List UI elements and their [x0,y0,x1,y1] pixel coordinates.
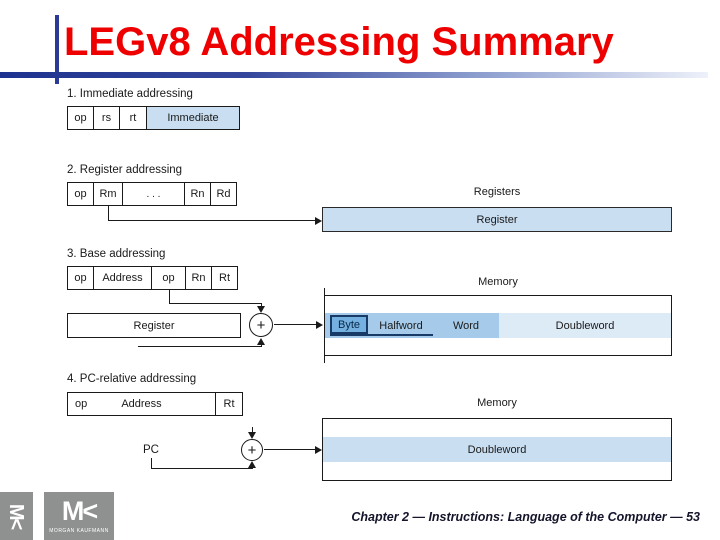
connector-line [264,449,316,450]
field-rt: Rt [211,266,238,290]
title-accent-bar [55,15,59,84]
connector-line [261,303,262,307]
connector-line [169,303,262,304]
title-rule [0,72,708,78]
memory-band-light [499,313,671,338]
memory-doubleword-cell: Doubleword [323,437,671,462]
memory-word-cell: Word [452,319,480,332]
arrowhead-down-icon [248,432,256,439]
arrowhead-up-icon [257,338,265,345]
memory-byte-cell: Byte [330,315,368,334]
mk-logo-caption: MORGAN KAUFMANN [49,528,109,534]
connector-line [108,205,109,221]
memory-left-spine [324,288,325,363]
field-op: op [67,106,94,130]
byte-halfword-underline [330,334,433,336]
field-op: op [75,398,88,410]
field-immediate: Immediate [146,106,240,130]
connector-line [108,220,316,221]
section-4-instruction-row: op Address Rt [67,392,243,416]
memory-label: Memory [478,276,518,288]
field-rt: Rt [215,392,243,416]
memory-label: Memory [477,397,517,409]
page-title: LEGv8 Addressing Summary [64,20,614,64]
field-rn: Rn [184,182,211,206]
field-rs: rs [93,106,120,130]
field-ellipsis: . . . [122,182,185,206]
field-address: Address [93,266,152,290]
section-3-label: 3. Base addressing [67,248,166,260]
publisher-logo: M< MORGAN KAUFMANN [44,492,114,540]
arrowhead-right-icon [315,217,322,225]
connector-line [151,458,152,469]
field-op-address: op Address [67,392,216,416]
register-box: Register [67,313,241,338]
publisher-logo-small: M< [0,492,33,540]
connector-line [151,468,253,469]
field-op2: op [151,266,186,290]
field-rm: Rm [93,182,123,206]
pc-label: PC [143,444,159,456]
field-op: op [67,266,94,290]
arrowhead-down-icon [257,306,265,313]
footer-chapter-text: Chapter 2 — Instructions: Language of th… [351,510,700,524]
registers-label: Registers [473,186,521,198]
connector-line [252,427,253,433]
adder-plus-circle: + [241,439,263,461]
section-2-label: 2. Register addressing [67,164,183,176]
register-band: Register [322,207,672,232]
field-op: op [67,182,94,206]
section-3-instruction-row: op Address op Rn Rt [67,266,238,290]
memory-halfword-cell: Halfword [379,319,423,332]
arrowhead-right-icon [315,446,322,454]
arrowhead-up-icon [248,461,256,468]
adder-plus-circle: + [249,313,273,337]
section-1-label: 1. Immediate addressing [67,88,193,100]
field-address: Address [121,398,162,410]
section-1-instruction-row: op rs rt Immediate [67,106,240,130]
connector-line [274,324,316,325]
field-rd: Rd [210,182,237,206]
field-rt: rt [119,106,147,130]
connector-line [169,289,170,304]
connector-line [138,346,262,347]
arrowhead-right-icon [316,321,323,329]
memory-doubleword-cell: Doubleword [555,319,615,332]
section-2-instruction-row: op Rm . . . Rn Rd [67,182,237,206]
mk-logo-icon: M< [5,503,28,529]
field-rn: Rn [185,266,212,290]
connector-line [261,344,262,347]
mk-logo-icon: M< [61,496,98,526]
section-4-label: 4. PC-relative addressing [67,373,197,385]
